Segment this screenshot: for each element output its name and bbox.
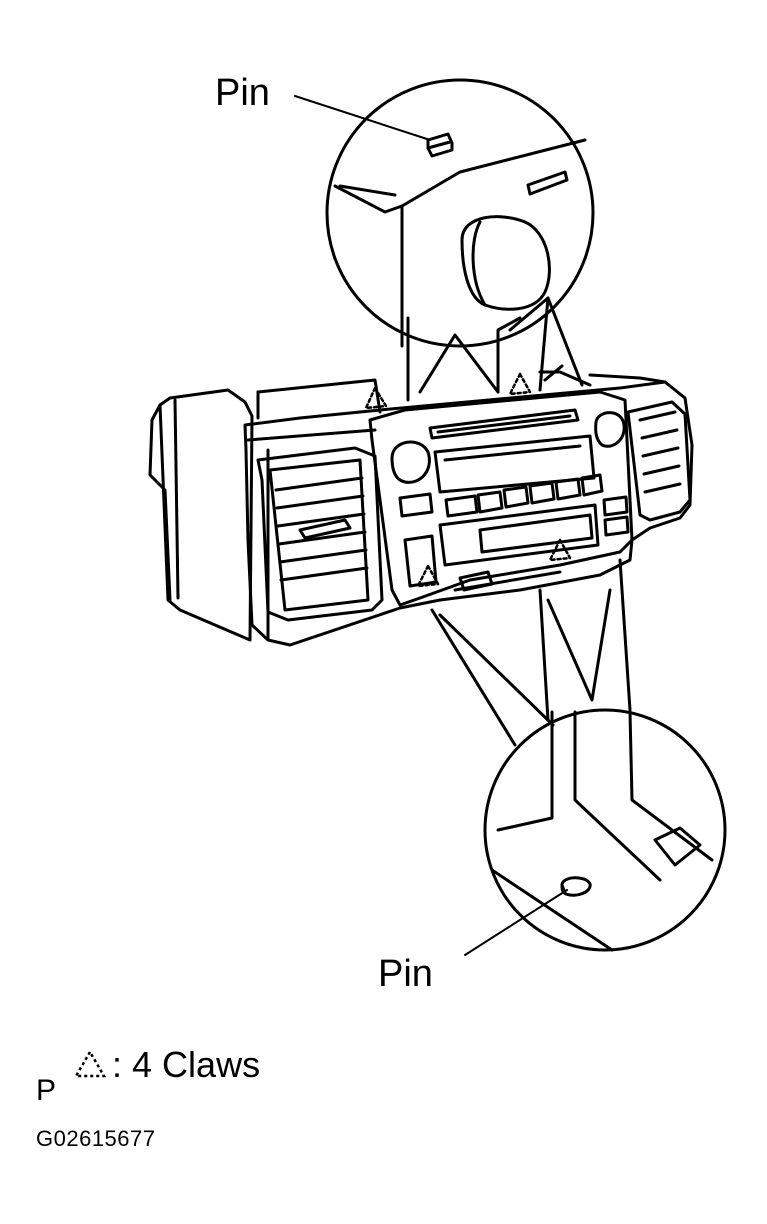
claw-icon bbox=[366, 388, 386, 408]
bottom-pin-detail-circle bbox=[485, 710, 725, 950]
figure-code: G02615677 bbox=[36, 1126, 156, 1151]
claw-icon bbox=[418, 566, 438, 586]
claw-markers bbox=[366, 374, 570, 586]
center-cluster-assembly bbox=[150, 366, 692, 645]
claw-legend: : 4 Claws bbox=[72, 1047, 260, 1083]
pin-label-bottom: Pin bbox=[378, 953, 433, 995]
legend-marker: P bbox=[36, 1074, 57, 1107]
pin-label-top: Pin bbox=[215, 72, 270, 114]
dotted-triangle-icon bbox=[73, 1049, 107, 1078]
left-air-vent bbox=[258, 448, 382, 620]
claw-icon bbox=[550, 540, 570, 560]
right-air-vent bbox=[628, 402, 690, 520]
claw-icon bbox=[510, 374, 530, 394]
radio-bezel-panel bbox=[370, 392, 632, 605]
legend-separator: : bbox=[112, 1044, 123, 1085]
top-pin-detail-circle bbox=[327, 80, 593, 346]
legend-claws-text: 4 Claws bbox=[132, 1044, 261, 1085]
